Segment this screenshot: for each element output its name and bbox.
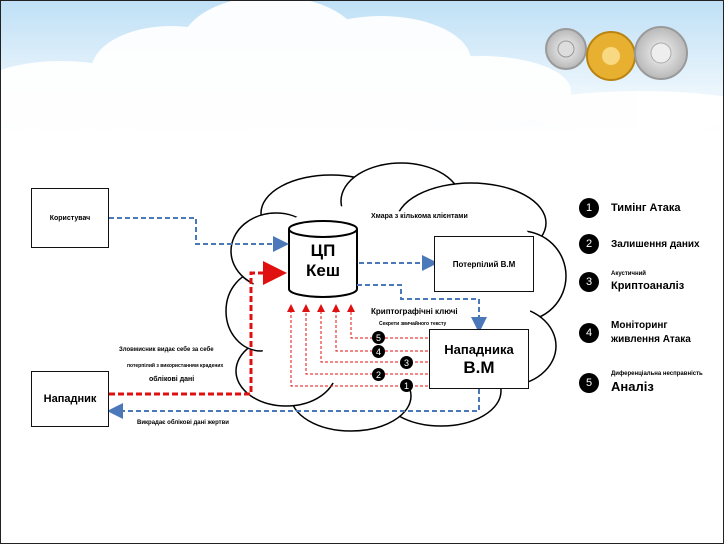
- side-channel-arrow-2: [302, 304, 428, 375]
- side-channel-arrow-3: [317, 304, 428, 363]
- legend-item-4: 4 Моніторинг живлення Атака: [579, 319, 716, 347]
- side-channel-arrow-5: [347, 304, 428, 339]
- cpu-cache-cylinder: [288, 220, 358, 298]
- crypto-keys-arrow: [357, 284, 487, 333]
- victim-vm-label: Потерпілий В.М: [452, 259, 516, 269]
- cpu-label: ЦП: [310, 241, 336, 260]
- legend-item-3: 3 Акустичний Криптоаналіз: [579, 271, 684, 292]
- legend-small-3: Акустичний: [611, 271, 646, 277]
- impersonation-label-2: потерпілий з використанням крадених: [127, 363, 224, 369]
- user-to-cache-arrow: [109, 217, 289, 252]
- steals-credentials-arrow: [107, 389, 480, 419]
- steals-credentials-label: Викрадає облікові дані жертви: [137, 420, 229, 426]
- legend-small-5: Диференціальна несправність: [611, 371, 703, 377]
- legend-text-2: Залишення даних: [611, 239, 700, 250]
- gear-icon: [545, 26, 688, 81]
- impersonation-arrow: [109, 261, 287, 396]
- legend-title-2: Залишення даних: [611, 238, 700, 250]
- impersonation-label-3: облікові дані: [149, 376, 195, 383]
- attacker-vm-label-2: В.М: [463, 358, 495, 377]
- legend-title-4: Моніторинг живлення Атака: [611, 320, 691, 345]
- victim-vm-box: Потерпілий В.М: [434, 236, 534, 292]
- legend-item-5: 5 Диференціальна несправність Аналіз: [579, 371, 703, 394]
- cache-label: Кеш: [306, 261, 340, 280]
- attack-number-5: 5: [372, 331, 385, 344]
- side-channel-arrow-4: [332, 304, 428, 352]
- legend-number-2: 2: [579, 234, 599, 254]
- user-box: Користувач: [31, 188, 109, 248]
- legend-title-5: Аналіз: [611, 379, 654, 394]
- attacker-box: Нападник: [31, 371, 109, 427]
- attack-number-1: 1: [400, 379, 413, 392]
- crypto-keys-label: Криптографічні ключі: [371, 307, 458, 316]
- legend-item-1: 1 Тимінг Атака: [579, 198, 680, 218]
- impersonation-label-1: Зловмисник видає себе за себе: [119, 347, 214, 353]
- legend-title-3: Криптоаналіз: [611, 280, 685, 292]
- legend-number-4: 4: [579, 323, 599, 343]
- cloud-label: Хмара з кількома клієнтами: [371, 213, 468, 220]
- legend-number-1: 1: [579, 198, 599, 218]
- attack-number-2: 2: [372, 368, 385, 381]
- legend-item-2: 2 Залишення даних: [579, 234, 700, 254]
- legend-text-4: Моніторинг живлення Атака: [611, 319, 716, 347]
- legend-title-1: Тимінг Атака: [611, 202, 681, 214]
- attack-number-3: 3: [400, 356, 413, 369]
- attacker-label: Нападник: [43, 393, 97, 405]
- legend-text-1: Тимінг Атака: [611, 202, 680, 214]
- side-channel-arrow-1: [287, 304, 428, 387]
- cpu-cache-label: ЦП Кеш: [291, 241, 355, 281]
- attack-number-4: 4: [372, 345, 385, 358]
- user-label: Користувач: [49, 214, 91, 222]
- attacker-vm-label-1: Нападника: [444, 342, 514, 357]
- legend-text-3: Акустичний Криптоаналіз: [611, 271, 684, 292]
- plaintext-secrets-label: Секрети звичайного тексту: [379, 321, 447, 327]
- legend-text-5: Диференціальна несправність Аналіз: [611, 371, 703, 394]
- legend-number-5: 5: [579, 372, 599, 393]
- cloud-banner: [1, 1, 723, 131]
- legend-number-3: 3: [579, 271, 599, 292]
- attacker-vm-box: Нападника В.М: [429, 329, 529, 389]
